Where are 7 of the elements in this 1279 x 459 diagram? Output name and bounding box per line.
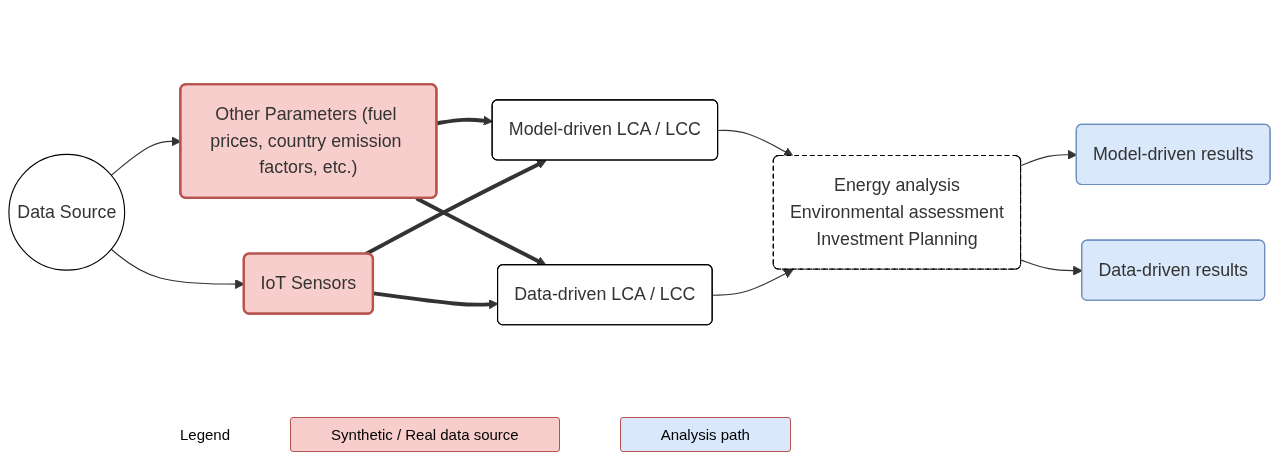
- arrow: [717, 129, 794, 157]
- node-circle: Data Source: [8, 153, 126, 271]
- arrow: [364, 160, 547, 256]
- legend-swatch: Synthetic / Real data source: [290, 416, 560, 452]
- legend-heading: Legend: [180, 425, 231, 443]
- arrow: [712, 269, 794, 296]
- legend-swatch: Analysis path: [619, 416, 791, 452]
